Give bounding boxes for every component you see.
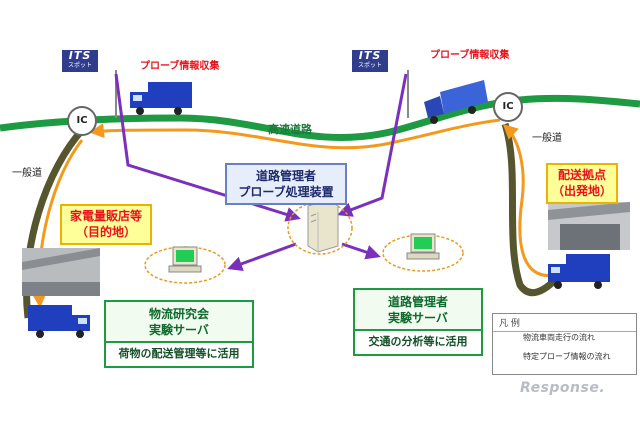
general-road-right <box>501 122 558 297</box>
destination-box: 家電量販店等 （目的地） <box>60 204 152 246</box>
store-building-photo <box>22 248 100 296</box>
vehicle-flow-highway <box>89 118 501 150</box>
ic-left: IC <box>67 106 97 136</box>
legend-box: 凡 例 物流車両走行の流れ 特定プローブ情報の流れ <box>492 313 637 375</box>
probe-collect-label-left: プローブ情報収集 <box>140 61 220 72</box>
truck-icon-top-left <box>130 82 192 115</box>
depot-building-photo <box>548 202 630 250</box>
probe-flow-right <box>337 73 408 217</box>
general-road-label-left: 一般道 <box>12 168 42 179</box>
general-road-label-right: 一般道 <box>532 133 562 144</box>
its-spot-badge-left: ITS スポット <box>62 50 98 72</box>
admin-server-box: 道路管理者 実験サーバ 交通の分析等に活用 <box>353 288 483 357</box>
highway-label: 高速道路 <box>268 123 312 136</box>
legend-item-vehicle: 物流車両走行の流れ <box>523 333 595 342</box>
origin-box: 配送拠点 （出発地） <box>546 163 618 205</box>
truck-icon-bottom-left <box>28 305 90 338</box>
truck-icon-bottom-right <box>548 254 610 289</box>
computer-icon-left <box>168 246 202 273</box>
probe-flow-to-admin <box>341 242 381 260</box>
its-spot-badge-right: ITS スポット <box>352 50 388 72</box>
computer-icon-right <box>406 233 440 260</box>
truck-icon-top-right <box>424 80 488 124</box>
vehicle-flow-general-right <box>502 123 556 278</box>
probe-flow-to-logistics <box>227 242 297 271</box>
highway-road <box>0 94 640 141</box>
road-admin-processing-box: 道路管理者 プローブ処理装置 <box>225 163 347 206</box>
probe-collect-label-right: プローブ情報収集 <box>430 50 510 61</box>
logistics-server-box: 物流研究会 実験サーバ 荷物の配送管理等に活用 <box>104 300 254 369</box>
legend-item-probe: 特定プローブ情報の流れ <box>523 352 611 361</box>
legend-title: 凡 例 <box>493 314 636 332</box>
ic-right: IC <box>493 92 523 122</box>
response-watermark: Response. <box>520 380 606 396</box>
server-icon <box>307 199 339 253</box>
